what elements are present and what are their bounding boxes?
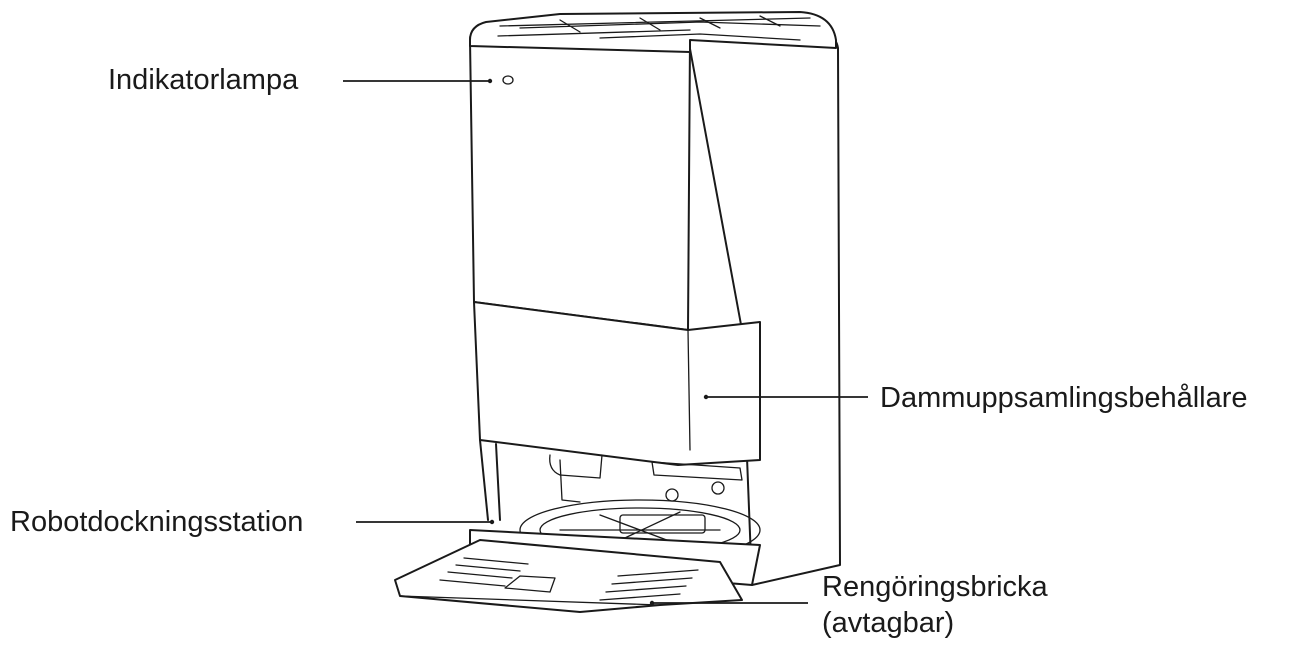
station-upper-housing (469, 19, 691, 331)
station-top-lid (469, 11, 837, 53)
label-indicator-lamp: Indikatorlampa (108, 64, 299, 96)
dock-cavity-frame (479, 439, 489, 521)
label-dust-container: Dammuppsamlingsbehållare (880, 382, 1248, 414)
indicator-lamp (502, 75, 514, 85)
label-cleaning-tray: Rengöringsbricka (822, 571, 1048, 603)
label-cleaning-tray-removable: (avtagbar) (822, 607, 955, 639)
lid-vent-slots (497, 15, 821, 41)
dust-container-band (473, 301, 761, 466)
label-docking-station: Robotdockningsstation (10, 506, 304, 538)
tray-ridges (439, 557, 699, 601)
station-right-side (687, 29, 841, 586)
